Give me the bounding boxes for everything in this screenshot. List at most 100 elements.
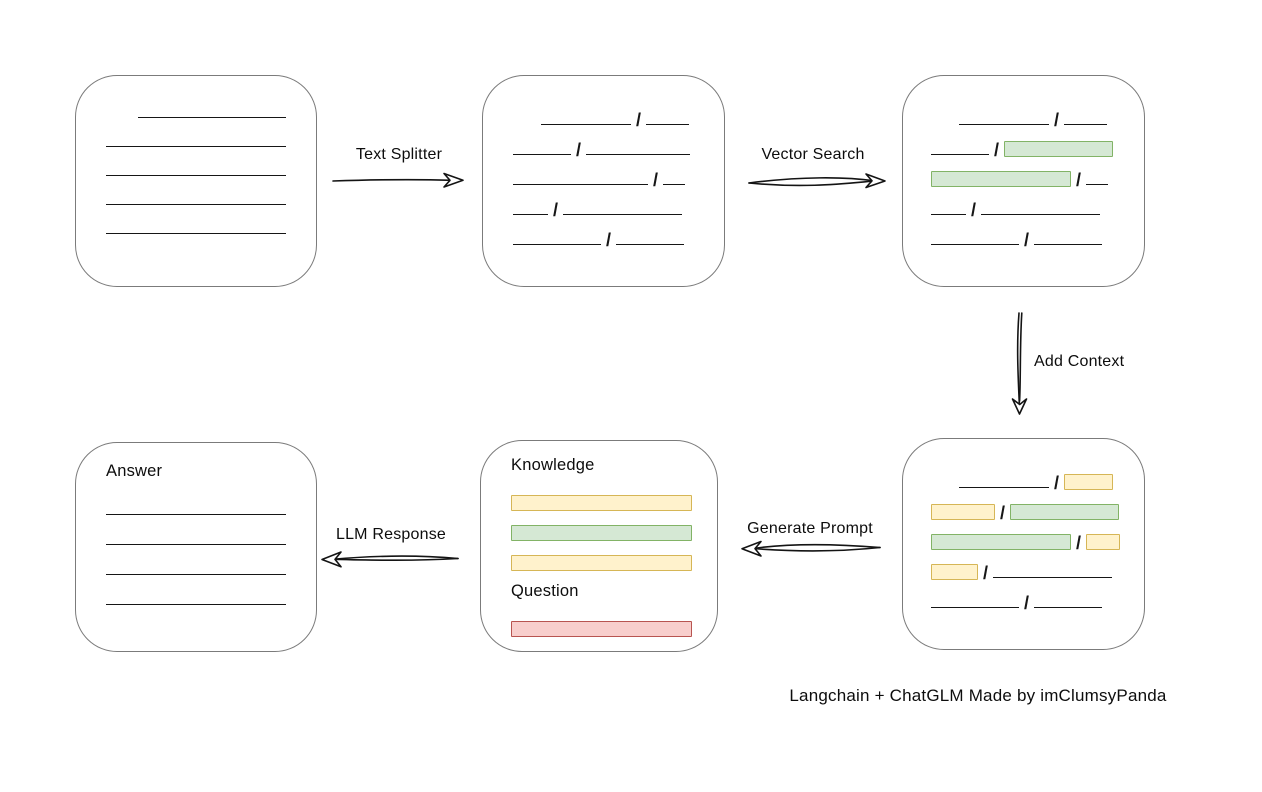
spacer [106, 121, 138, 122]
content-row [106, 519, 286, 549]
text-line [106, 204, 286, 205]
content-row [106, 549, 286, 579]
text-line [1086, 184, 1109, 185]
yellow-chunk-bar [1086, 534, 1120, 550]
chunk-separator: / [983, 563, 989, 583]
text-line [138, 117, 286, 118]
text-line [931, 607, 1019, 608]
text-line [513, 214, 548, 215]
text-line [106, 604, 286, 605]
text-line [106, 574, 286, 575]
text-line [513, 184, 648, 185]
text-line [931, 244, 1019, 245]
chunk-separator: / [1076, 170, 1082, 190]
chunk-separator: / [1024, 593, 1030, 613]
text-line [513, 244, 601, 245]
source-document-box [75, 75, 317, 287]
text-line [106, 233, 286, 234]
chunk-separator: / [553, 200, 559, 220]
content-row: / [931, 552, 1120, 582]
content-row: / [931, 522, 1120, 552]
matched-chunks-box: ///// [902, 75, 1145, 287]
chunk-separator: / [1054, 473, 1060, 493]
box-label: Question [511, 581, 579, 600]
text-line [586, 154, 691, 155]
context-chunks-box: ///// [902, 438, 1145, 650]
content-row [106, 180, 286, 209]
text-line [513, 154, 571, 155]
content-row: / [931, 99, 1120, 129]
content-row: Knowledge [511, 447, 692, 483]
text-line [106, 146, 286, 147]
content-row [106, 489, 286, 519]
chunk-separator: / [1054, 110, 1060, 130]
text-line [959, 487, 1049, 488]
answer-box: Answer [75, 442, 317, 652]
vector-search-arrow [748, 173, 886, 189]
chunk-separator: / [1075, 533, 1081, 553]
text-line [646, 124, 690, 125]
text-line [663, 184, 686, 185]
text-line [931, 214, 966, 215]
arrow-label-add-context: Add Context [1034, 353, 1125, 370]
text-line [106, 175, 286, 176]
answer-content: Answer [76, 443, 316, 651]
add-context-arrow [1011, 312, 1028, 415]
content-row [511, 543, 692, 573]
content-row: / [931, 219, 1120, 249]
text-line [1034, 244, 1103, 245]
content-row: / [931, 462, 1120, 492]
arrow-label-generate-prompt: Generate Prompt [747, 520, 873, 537]
matched-chunks-content: ///// [903, 76, 1144, 286]
content-row [106, 209, 286, 238]
context-chunks-content: ///// [903, 439, 1144, 649]
green-chunk-bar [931, 534, 1071, 550]
spacer [931, 491, 959, 492]
chunk-separator: / [576, 140, 582, 160]
text-line [541, 124, 631, 125]
text-line [993, 577, 1113, 578]
text-line [616, 244, 685, 245]
content-row: / [513, 129, 698, 159]
yellow-chunk-bar [931, 564, 978, 580]
text-line [106, 514, 286, 515]
split-chunks-box: ///// [482, 75, 725, 287]
text-line [931, 154, 989, 155]
box-label: Knowledge [511, 455, 595, 474]
content-row: / [513, 189, 698, 219]
green-chunk-bar [1004, 141, 1114, 157]
content-row [106, 93, 286, 122]
content-row: / [931, 129, 1120, 159]
spacer [513, 128, 541, 129]
text-splitter-arrow [332, 172, 464, 188]
spacer [931, 128, 959, 129]
chunk-separator: / [971, 200, 977, 220]
generate-prompt-arrow [741, 540, 881, 557]
content-row: / [513, 159, 698, 189]
yellow-chunk-bar [931, 504, 995, 520]
text-line [106, 544, 286, 545]
llm-response-arrow [321, 551, 459, 568]
arrow-label-llm-response: LLM Response [335, 526, 447, 543]
text-line [981, 214, 1101, 215]
red-chunk-bar [511, 621, 692, 637]
yellow-chunk-bar [1064, 474, 1114, 490]
green-chunk-bar [931, 171, 1071, 187]
content-row: / [931, 492, 1120, 522]
content-row [106, 122, 286, 151]
green-chunk-bar [1010, 504, 1120, 520]
yellow-chunk-bar [511, 495, 692, 511]
caption: Langchain + ChatGLM Made by imClumsyPand… [789, 686, 1167, 705]
chunk-separator: / [653, 170, 659, 190]
text-line [959, 124, 1049, 125]
content-row [106, 579, 286, 609]
content-row: Answer [106, 453, 286, 489]
content-row: / [513, 219, 698, 249]
content-row: / [931, 189, 1120, 219]
arrow-label-text-splitter: Text Splitter [355, 146, 443, 163]
arrow-label-vector-search: Vector Search [761, 146, 865, 163]
chunk-separator: / [1024, 230, 1030, 250]
